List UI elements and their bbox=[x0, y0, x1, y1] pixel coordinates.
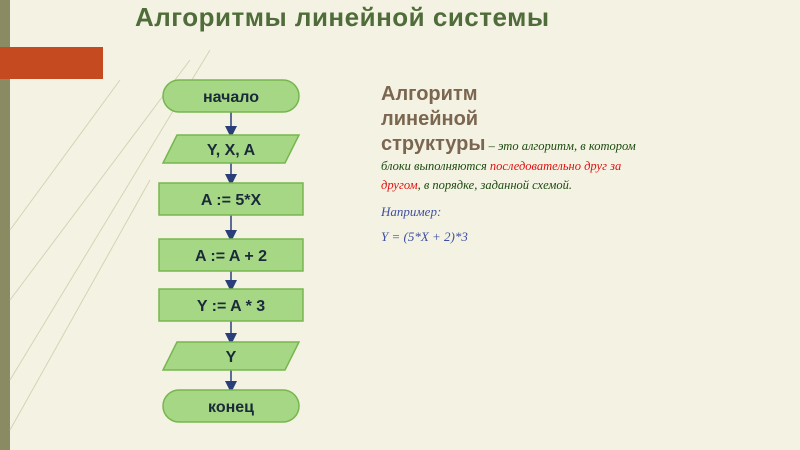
accent-ribbon bbox=[0, 47, 103, 79]
description-block: Алгоритм линейной структуры – это алгори… bbox=[381, 82, 651, 245]
process-shape bbox=[158, 238, 304, 272]
definition-text-2: , в порядке, заданной схемой. bbox=[417, 178, 572, 192]
flow-node-start: начало bbox=[162, 79, 300, 113]
process-shape bbox=[158, 182, 304, 216]
io-shape bbox=[161, 341, 301, 371]
flow-node-label: конец bbox=[208, 399, 254, 416]
terminal-shape bbox=[162, 79, 300, 113]
description-heading-line3: структуры bbox=[381, 133, 486, 155]
slide-title: Алгоритмы линейной системы bbox=[135, 2, 550, 32]
flow-node-label: начало bbox=[203, 89, 259, 106]
left-accent-band bbox=[0, 0, 10, 450]
flow-node-output: Y bbox=[161, 341, 301, 371]
example-label: Например: bbox=[381, 204, 442, 219]
flow-node-step3: Y := A * 3 bbox=[158, 288, 304, 322]
example-formula: Y = (5*X + 2)*3 bbox=[381, 229, 468, 244]
description-heading-line2: линейной bbox=[381, 108, 479, 130]
flow-node-label: A := 5*X bbox=[201, 192, 262, 209]
flow-node-end: конец bbox=[162, 389, 300, 423]
flow-node-input: Y, X, A bbox=[161, 134, 301, 164]
definition-highlight: последовательно друг за другом bbox=[381, 159, 622, 192]
flow-node-step1: A := 5*X bbox=[158, 182, 304, 216]
flow-node-label: Y := A * 3 bbox=[197, 298, 265, 315]
flow-node-label: A := A + 2 bbox=[195, 248, 267, 265]
flow-node-label: Y, X, A bbox=[207, 142, 256, 159]
io-shape bbox=[161, 134, 301, 164]
process-shape bbox=[158, 288, 304, 322]
flow-node-step2: A := A + 2 bbox=[158, 238, 304, 272]
description-heading-line1: Алгоритм bbox=[381, 83, 478, 105]
definition-paragraph: структуры – это алгоритм, в котором блок… bbox=[381, 132, 651, 195]
terminal-shape bbox=[162, 389, 300, 423]
flow-node-label: Y bbox=[226, 349, 237, 366]
definition-text-1: – это алгоритм, в котором блоки выполняю… bbox=[381, 139, 636, 173]
